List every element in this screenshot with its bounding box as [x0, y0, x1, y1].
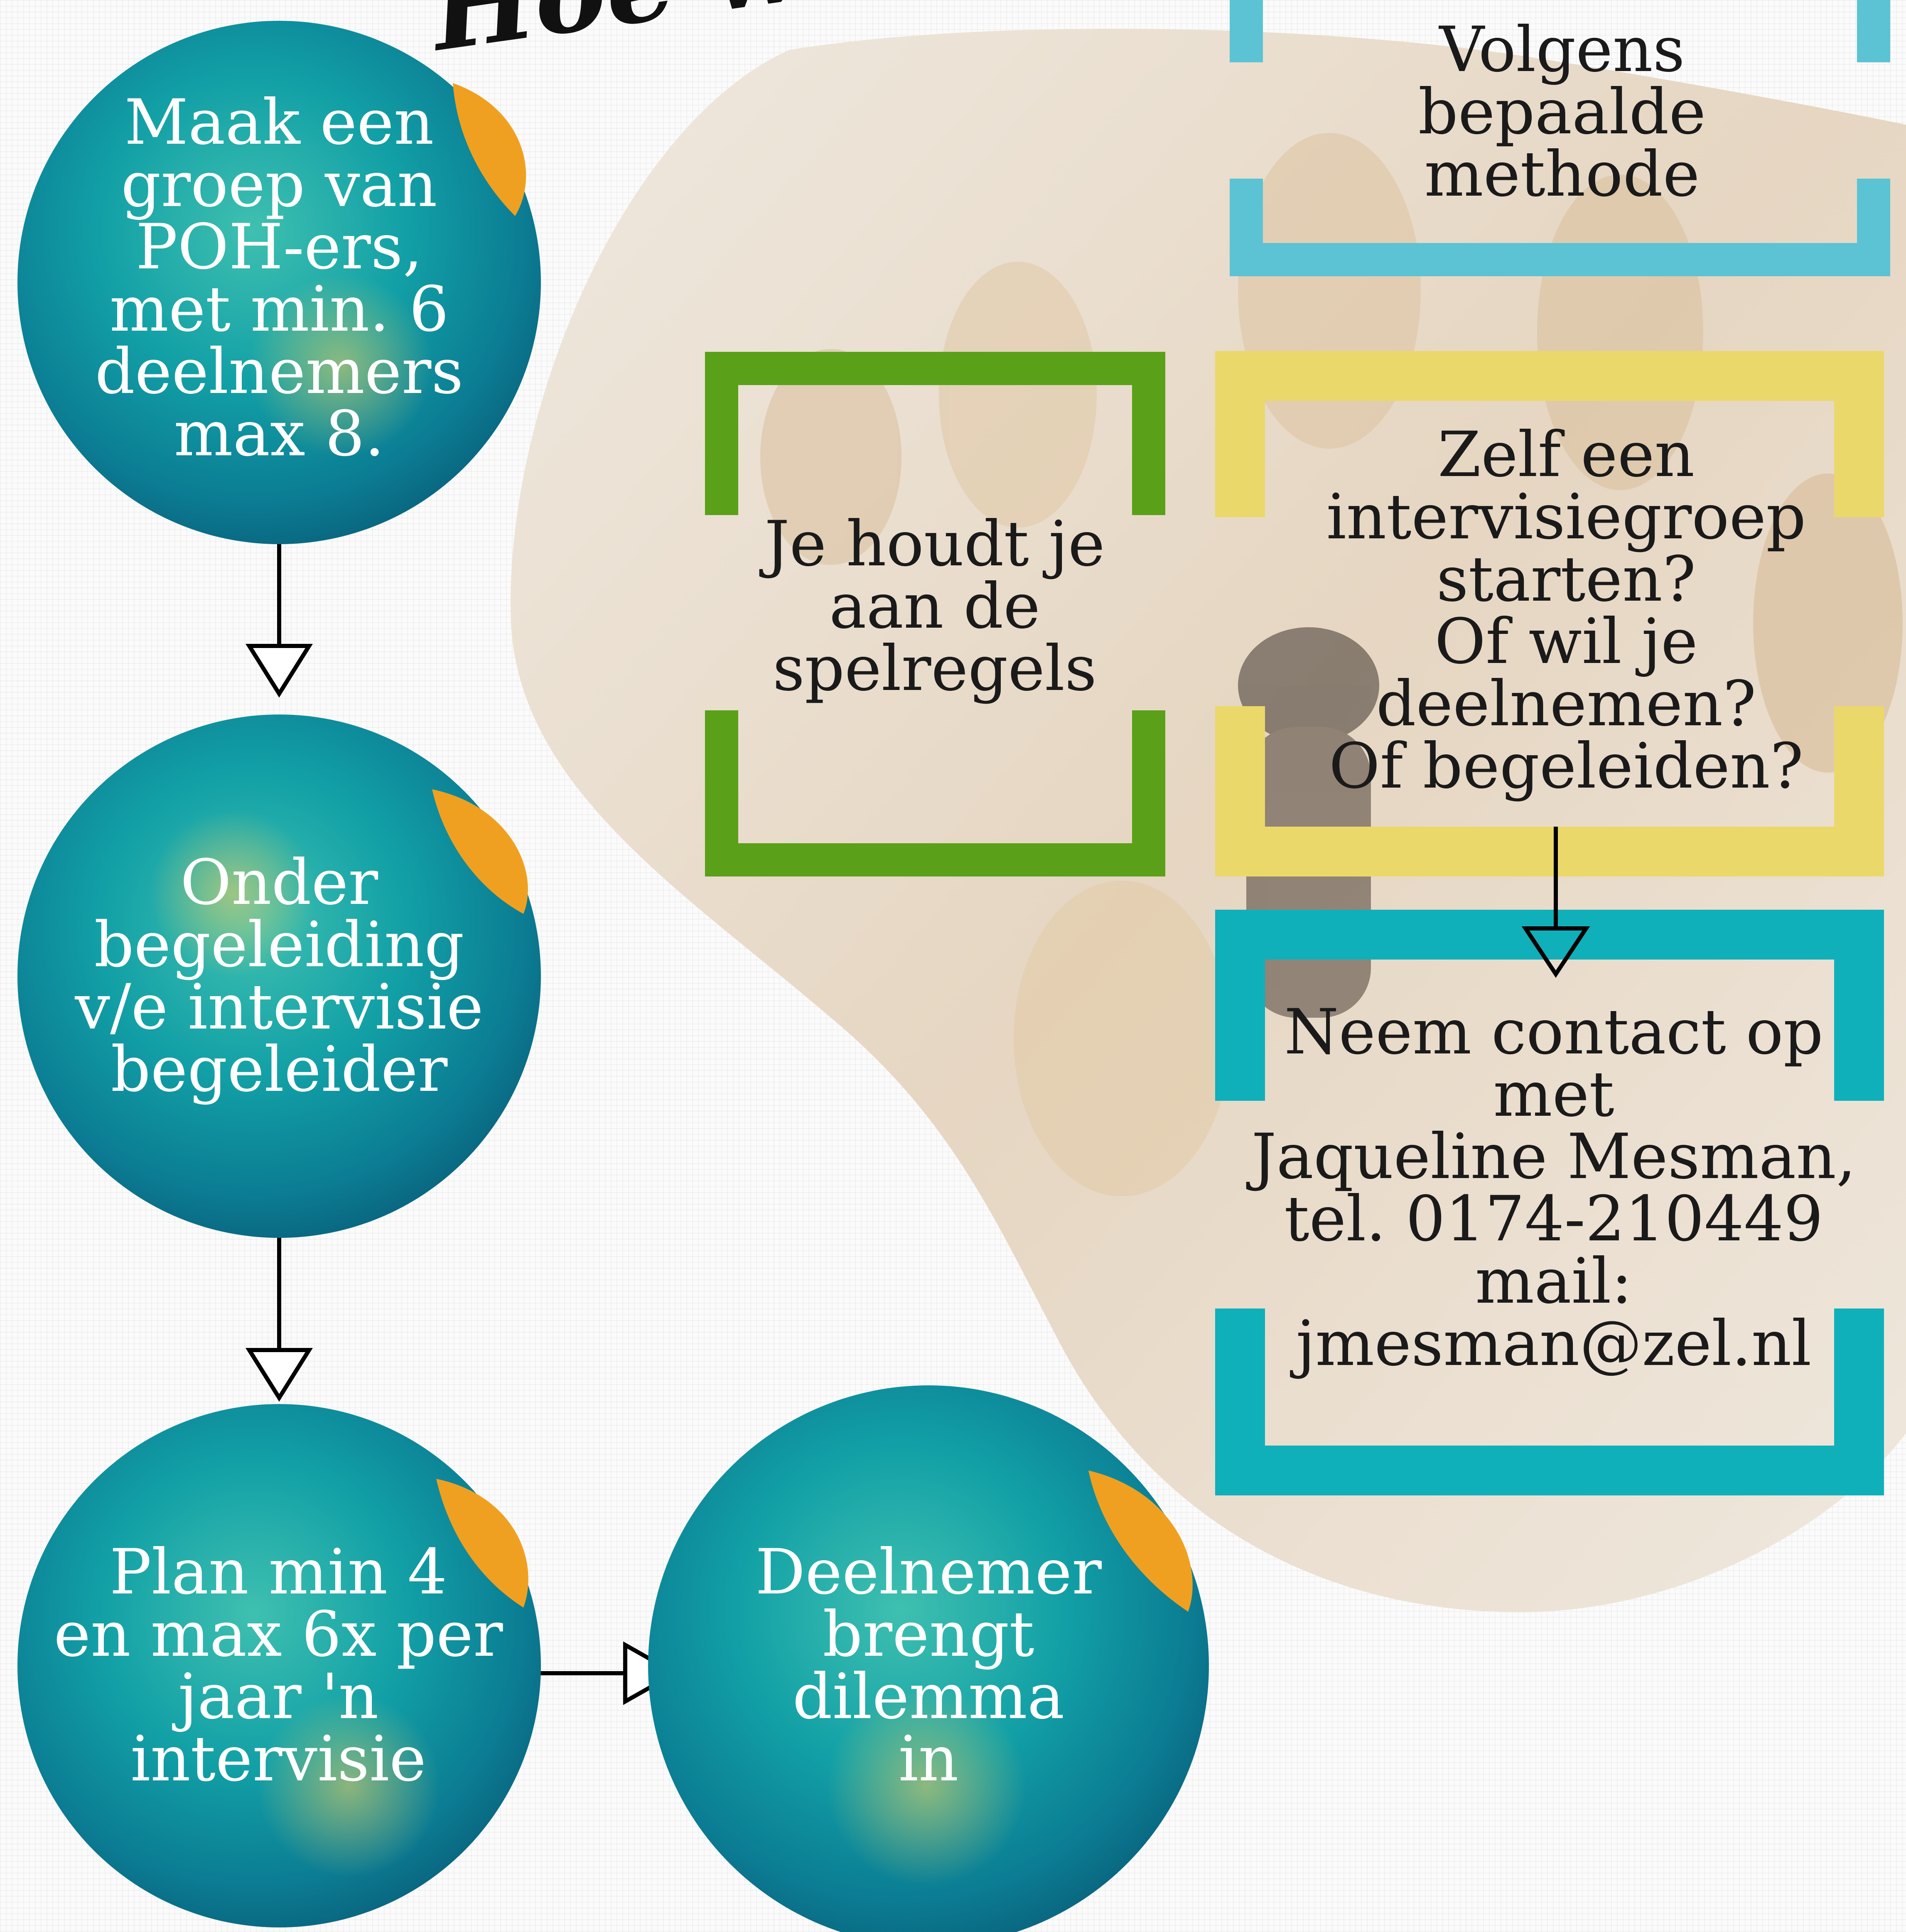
circle-step-4-label: Deelnemer brengt dilemma in [755, 1536, 1102, 1795]
circle-step-3 [17, 1404, 541, 1927]
box-rules-label: Je houdt je aan de spelregels [764, 508, 1105, 705]
box-method-label: Volgens bepaalde methode [1418, 14, 1706, 211]
box-contact-label: Neem contact op met Jaqueline Mesman, te… [1251, 996, 1856, 1380]
circle-step-4 [648, 1385, 1209, 1932]
frame-rules [705, 352, 1165, 876]
circle-step-2-label: Onder begeleiding v/e intervisie begelei… [75, 847, 484, 1106]
frame-method [1230, 0, 1890, 276]
box-start-label: Zelf een intervisiegroep starten? Of wil… [1326, 419, 1806, 803]
circle-step-3-label: Plan min 4 en max 6x per jaar 'n intervi… [54, 1536, 503, 1795]
frame-contact [1215, 910, 1884, 1495]
arrow-4 [1521, 827, 1590, 978]
arrow-1 [245, 525, 313, 698]
circle-step-2 [17, 714, 541, 1238]
frame-start [1215, 351, 1884, 876]
circle-step-1-label: Maak een groep van POH-ers, met min. 6 d… [95, 86, 464, 470]
arrow-2 [245, 1232, 313, 1402]
circle-step-1 [17, 21, 541, 544]
